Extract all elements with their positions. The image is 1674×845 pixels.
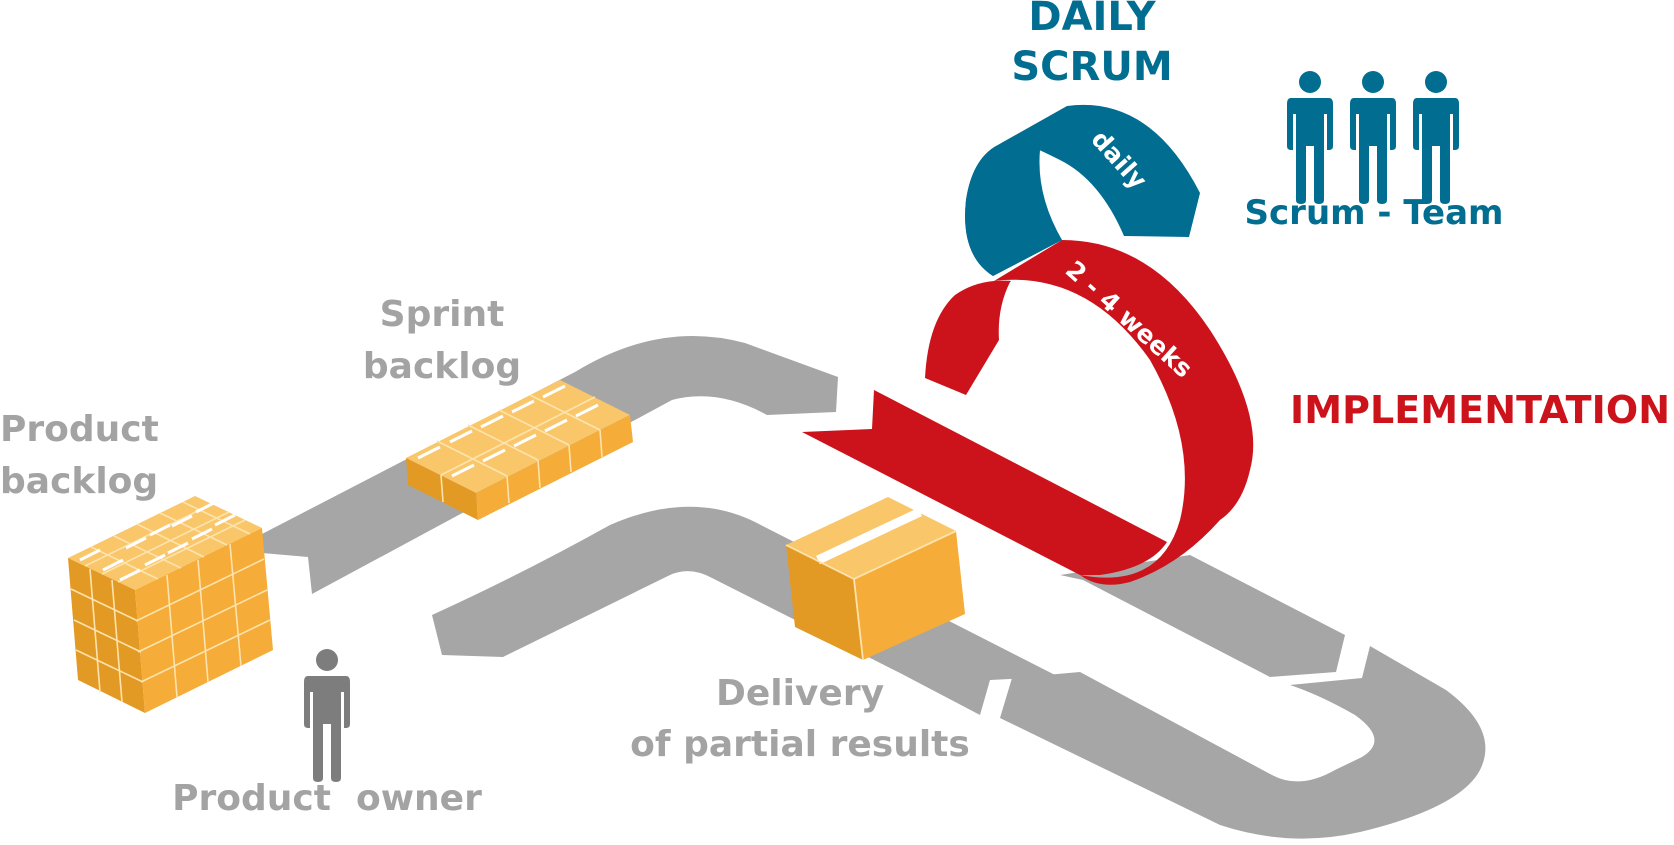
delivery-box: [785, 497, 965, 661]
daily-scrum-title-line1: DAILY: [1028, 0, 1156, 40]
team-member-icon: [1350, 71, 1396, 204]
team-member-icon: [1413, 71, 1459, 204]
sprint-backlog-label-line1: Sprint: [380, 294, 505, 335]
product-owner-icon: [304, 649, 350, 782]
conveyor-return: [1000, 646, 1486, 839]
product-owner-label: Product owner: [172, 778, 482, 819]
scrum-team-label: Scrum - Team: [1245, 193, 1504, 233]
sprint-backlog-label-line2: backlog: [363, 346, 521, 387]
implementation-label: IMPLEMENTATION: [1290, 388, 1670, 432]
conveyor-lower: [432, 506, 1055, 715]
scrum-team-icon: [1287, 71, 1459, 204]
daily-scrum-loop: [965, 104, 1200, 276]
product-backlog-stack: [68, 496, 273, 713]
sprint-ring-tail: [925, 280, 1011, 395]
sprint-ring: [994, 240, 1254, 585]
implementation-loop: [802, 240, 1254, 585]
team-member-icon: [1287, 71, 1333, 204]
daily-ring-inner: [965, 144, 1062, 276]
conveyor-right: [1060, 555, 1345, 677]
daily-scrum-title-line2: SCRUM: [1011, 44, 1172, 90]
delivery-label-line1: Delivery: [716, 673, 884, 714]
implementation-arrow: [802, 390, 1167, 575]
sprint-backlog-stack: [406, 380, 633, 520]
product-backlog-label-line1: Product: [0, 409, 159, 450]
product-backlog-label-line2: backlog: [0, 461, 158, 502]
delivery-label-line2: of partial results: [630, 724, 970, 765]
